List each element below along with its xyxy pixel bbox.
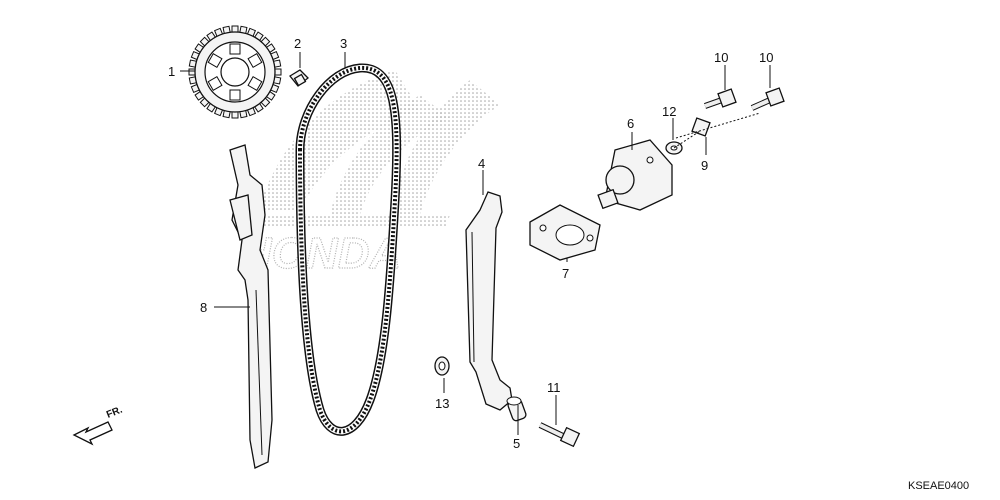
collar	[506, 396, 527, 422]
bolt-9	[691, 117, 711, 137]
callout-12: 12	[662, 104, 676, 119]
callout-2: 2	[294, 36, 301, 51]
callout-8: 8	[200, 300, 207, 315]
callout-1: 1	[168, 64, 175, 79]
leader-lines	[180, 52, 771, 435]
diagram-code: KSEAE0400	[908, 480, 969, 492]
callout-13: 13	[435, 396, 449, 411]
front-marker-label: FR.	[105, 404, 124, 420]
honda-wing-watermark: HONDA	[239, 70, 500, 279]
cam-chain-guide	[465, 191, 513, 411]
callout-10-left: 10	[714, 50, 728, 65]
front-direction-marker: FR.	[72, 404, 124, 446]
callout-9: 9	[701, 158, 708, 173]
callout-4: 4	[478, 156, 485, 171]
callout-5: 5	[513, 436, 520, 451]
cam-chain-tensioner-lifter	[597, 139, 673, 211]
bolt-10-right	[750, 87, 785, 111]
callout-labels: 1 2 3 4 5 6 7 8 9 10 10 11 12 13	[168, 36, 773, 451]
callout-10-right: 10	[759, 50, 773, 65]
washer-13	[434, 356, 450, 376]
callout-11: 11	[547, 380, 561, 395]
tensioner-gasket	[529, 204, 601, 261]
callout-3: 3	[340, 36, 347, 51]
flange-bolt-11	[538, 422, 581, 448]
callout-6: 6	[627, 116, 634, 131]
sprocket-bolt	[289, 69, 309, 87]
bolt-10-left	[704, 88, 737, 109]
callout-7: 7	[562, 266, 569, 281]
cam-sprocket	[188, 25, 282, 119]
cam-chain-tensioner-slipper	[229, 144, 273, 469]
cam-chain	[295, 63, 402, 436]
